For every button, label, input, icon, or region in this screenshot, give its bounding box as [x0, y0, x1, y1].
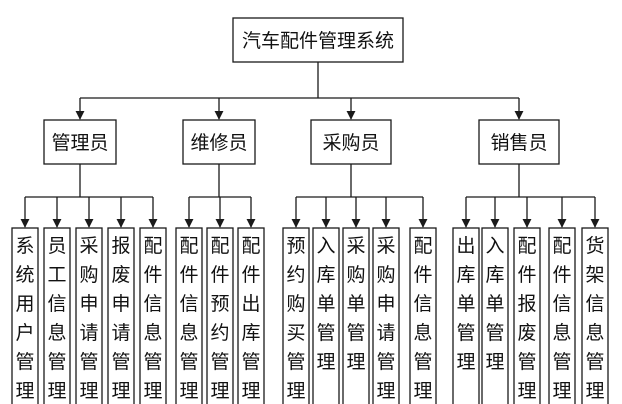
role-node-label: 管理员: [51, 132, 108, 154]
module-node-label: 采购申请管理: [376, 235, 395, 402]
module-node-label: 配件信息管理: [552, 235, 571, 402]
module-node-label: 配件信息管理: [179, 235, 198, 402]
module-node-box: [548, 227, 576, 404]
module-node-label: 预约购买管理: [286, 235, 305, 402]
role-node-label: 销售员: [490, 132, 547, 154]
module-node: 入库单管理: [312, 227, 340, 404]
module-node-label: 配件信息管理: [413, 235, 432, 402]
module-node-box: [452, 227, 480, 404]
module-node-label: 配件报废管理: [517, 235, 536, 402]
module-node-box: [206, 227, 234, 404]
role-node: 销售员: [478, 119, 560, 165]
module-node-label: 入库单管理: [485, 235, 504, 373]
role-node-box: [478, 119, 560, 165]
module-node-label: 报废申请管理: [111, 235, 130, 402]
module-node: 采购单管理: [342, 227, 370, 404]
module-node-box: [513, 227, 541, 404]
module-node-label: 员工信息管理: [47, 235, 66, 402]
module-node: 报废申请管理: [107, 227, 135, 404]
module-node-box: [409, 227, 437, 404]
module-node-box: [43, 227, 71, 404]
module-node: 配件信息管理: [409, 227, 437, 404]
module-node-box: [75, 227, 103, 404]
module-node-label: 入库单管理: [316, 235, 335, 373]
root-node-label: 汽车配件管理系统: [242, 30, 394, 52]
module-node-box: [581, 227, 609, 404]
module-node: 配件出库管理: [237, 227, 265, 404]
module-node-box: [175, 227, 203, 404]
module-node: 采购申请管理: [75, 227, 103, 404]
module-node: 入库单管理: [481, 227, 509, 404]
module-node: 出库单管理: [452, 227, 480, 404]
module-node-box: [107, 227, 135, 404]
module-node: 货架信息管理: [581, 227, 609, 404]
module-node: 系统用户管理: [11, 227, 39, 404]
module-node: 配件信息管理: [175, 227, 203, 404]
module-node-box: [372, 227, 400, 404]
role-node: 维修员: [182, 119, 256, 165]
module-node-box: [237, 227, 265, 404]
module-node-box: [342, 227, 370, 404]
module-node: 预约购买管理: [282, 227, 310, 404]
role-node-box: [182, 119, 256, 165]
module-node-label: 配件信息管理: [143, 235, 162, 402]
role-node: 采购员: [310, 119, 392, 165]
module-node: 采购申请管理: [372, 227, 400, 404]
module-node: 配件信息管理: [548, 227, 576, 404]
module-node: 配件报废管理: [513, 227, 541, 404]
module-node-label: 采购申请管理: [79, 235, 98, 402]
role-node-label: 维修员: [190, 132, 247, 154]
module-node-box: [312, 227, 340, 404]
module-node-box: [481, 227, 509, 404]
module-node-box: [282, 227, 310, 404]
module-node: 员工信息管理: [43, 227, 71, 404]
root-node: 汽车配件管理系统: [232, 17, 404, 63]
role-node-box: [310, 119, 392, 165]
module-node-label: 配件出库管理: [241, 235, 260, 402]
role-node-box: [43, 119, 117, 165]
root-node-box: [232, 17, 404, 63]
module-node-label: 系统用户管理: [15, 235, 34, 402]
role-node-label: 采购员: [322, 132, 379, 154]
module-node-label: 采购单管理: [346, 235, 365, 373]
module-node-box: [139, 227, 167, 404]
module-node: 配件信息管理: [139, 227, 167, 404]
module-node-label: 出库单管理: [456, 235, 475, 373]
module-node-box: [11, 227, 39, 404]
module-node-label: 货架信息管理: [585, 235, 604, 402]
module-node-label: 配件预约管理: [210, 235, 229, 402]
role-node: 管理员: [43, 119, 117, 165]
module-node: 配件预约管理: [206, 227, 234, 404]
